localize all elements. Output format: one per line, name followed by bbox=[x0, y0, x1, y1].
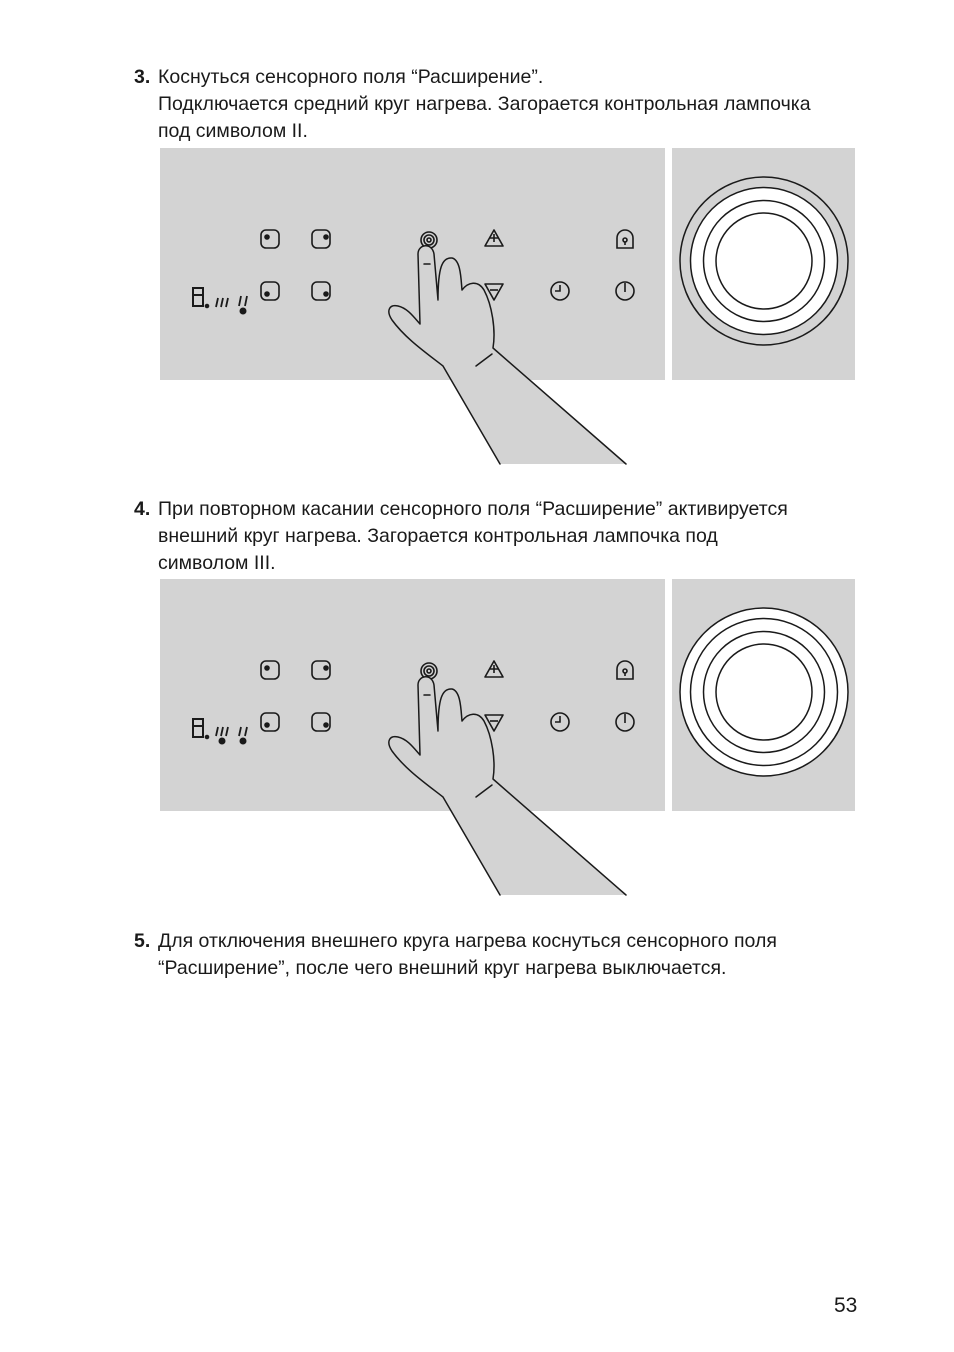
plus-icon bbox=[484, 660, 504, 678]
figure-2-drawing bbox=[192, 607, 849, 896]
ring-indicator-III bbox=[215, 726, 229, 737]
hand-illustration bbox=[388, 245, 627, 465]
zone-select-icon bbox=[311, 712, 331, 732]
figure-1-drawing bbox=[192, 176, 849, 465]
zone-select-icon bbox=[260, 712, 280, 732]
step-5: 5. Для отключения внешнего круга нагрева… bbox=[134, 928, 864, 982]
key-lock-icon bbox=[616, 660, 634, 680]
step-line: под символом II. bbox=[158, 120, 308, 142]
zone-select-icon bbox=[260, 229, 280, 249]
step-4: 4. При повторном касании сенсорного поля… bbox=[134, 496, 864, 577]
cooking-zone-rings bbox=[679, 176, 849, 346]
zone-select-icon bbox=[260, 281, 280, 301]
step-line: Подключается средний круг нагрева. Загор… bbox=[158, 93, 811, 115]
zone-select-icon bbox=[260, 660, 280, 680]
hand-illustration bbox=[388, 676, 627, 896]
step-line: При повторном касании сенсорного поля “Р… bbox=[158, 498, 788, 520]
step-text: Коснуться сенсорного поля “Расширение”. … bbox=[158, 64, 864, 145]
minus-icon bbox=[484, 283, 504, 301]
minus-icon bbox=[484, 714, 504, 732]
zone-select-icon bbox=[311, 281, 331, 301]
timer-icon bbox=[550, 712, 570, 732]
timer-icon bbox=[550, 281, 570, 301]
plus-icon bbox=[484, 229, 504, 247]
step-3: 3. Коснуться сенсорного поля “Расширение… bbox=[134, 64, 864, 145]
step-number: 3. bbox=[134, 66, 151, 88]
ring-indicator-II bbox=[238, 295, 248, 307]
power-icon bbox=[615, 712, 635, 732]
step-text: При повторном касании сенсорного поля “Р… bbox=[158, 496, 864, 577]
indicator-lamp-III bbox=[218, 737, 226, 745]
indicator-lamp-II bbox=[239, 307, 247, 315]
step-line: внешний круг нагрева. Загорается контрол… bbox=[158, 525, 718, 547]
step-line: символом III. bbox=[158, 552, 276, 574]
indicator-lamp-II bbox=[239, 737, 247, 745]
power-level-display bbox=[192, 718, 210, 740]
step-line: Коснуться сенсорного поля “Расширение”. bbox=[158, 66, 544, 88]
step-number: 4. bbox=[134, 498, 151, 520]
ring-indicator-III bbox=[215, 297, 229, 308]
step-line: Для отключения внешнего круга нагрева ко… bbox=[158, 930, 777, 952]
ring-indicator-II bbox=[238, 726, 248, 737]
step-number: 5. bbox=[134, 930, 151, 952]
cooking-zone-rings bbox=[679, 607, 849, 777]
step-line: “Расширение”, после чего внешний круг на… bbox=[158, 957, 727, 979]
key-lock-icon bbox=[616, 229, 634, 249]
page-number: 53 bbox=[834, 1294, 858, 1317]
step-text: Для отключения внешнего круга нагрева ко… bbox=[158, 928, 864, 982]
power-icon bbox=[615, 281, 635, 301]
zone-select-icon bbox=[311, 660, 331, 680]
power-level-display bbox=[192, 287, 210, 309]
zone-select-icon bbox=[311, 229, 331, 249]
